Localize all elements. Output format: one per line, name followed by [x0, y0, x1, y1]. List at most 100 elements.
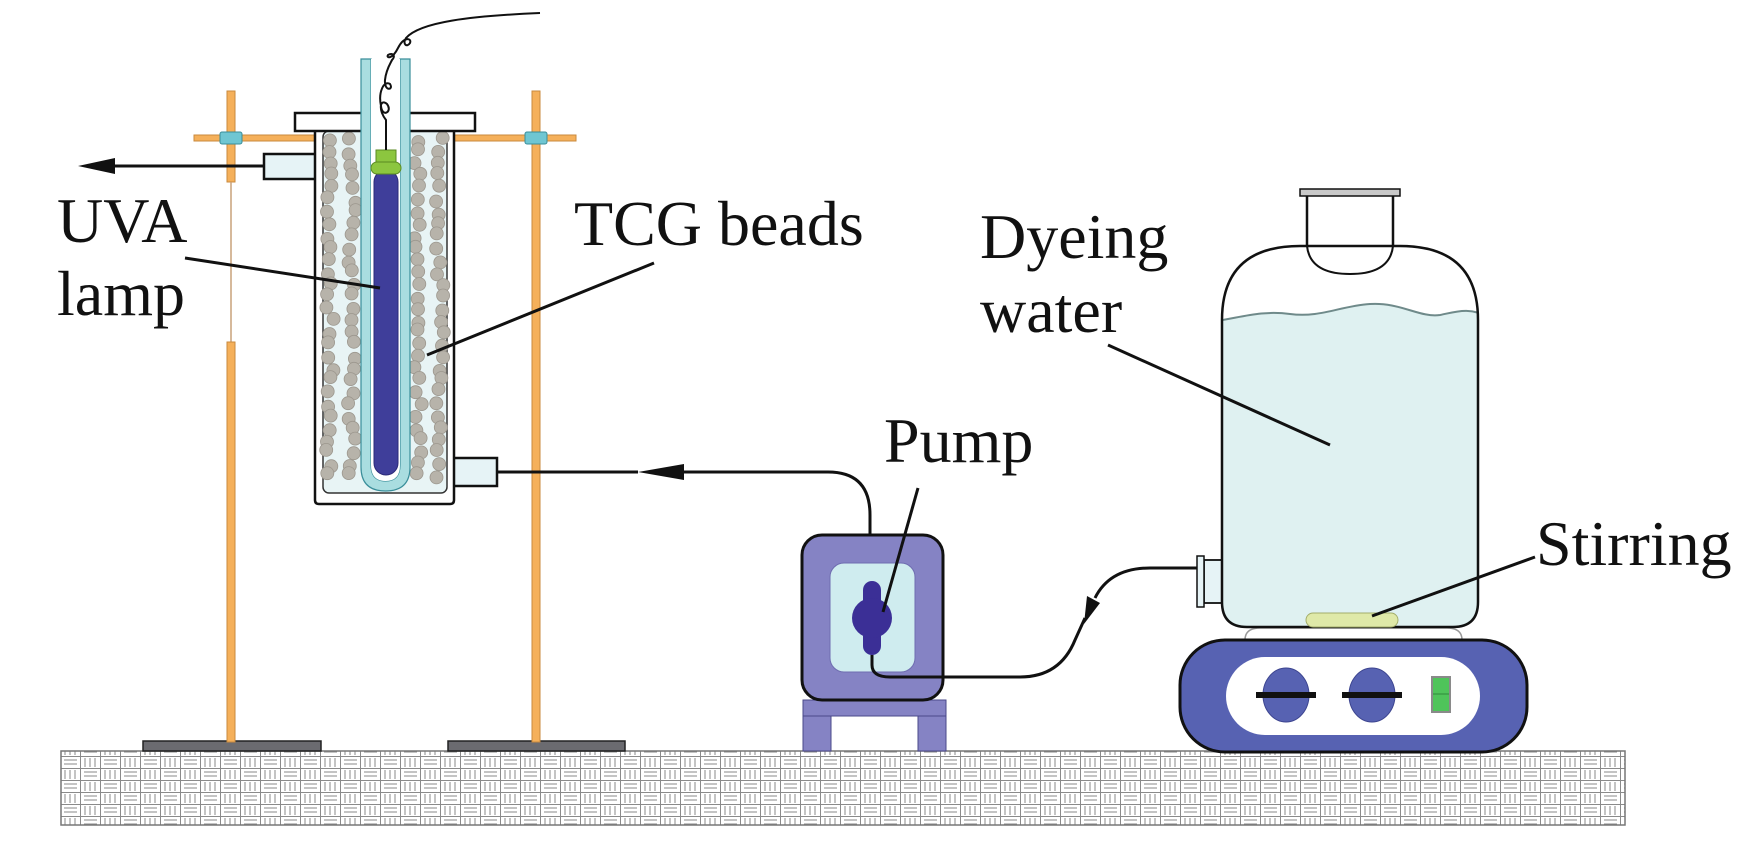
pump-stand-top	[802, 699, 947, 717]
tcg-bead	[433, 255, 448, 270]
pump	[800, 533, 947, 752]
tcg-bead	[430, 166, 445, 180]
tcg-bead	[321, 350, 336, 365]
tcg-bead	[341, 396, 356, 411]
tcg-bead	[431, 382, 446, 397]
label-uva: UVA	[57, 185, 187, 256]
tcg-beads-leader	[426, 261, 655, 357]
tcg-bead	[432, 178, 447, 193]
retort-stand-right	[447, 90, 626, 752]
pump-to-reactor-tube	[497, 470, 872, 585]
tcg-bead	[411, 264, 426, 279]
tcg-bead	[323, 240, 338, 254]
tcg-bead	[341, 466, 356, 481]
label-dyeing: Dyeing	[980, 201, 1168, 272]
tcg-bead	[326, 311, 341, 326]
dyeing-water	[1222, 303, 1478, 627]
tcg-bead	[410, 322, 425, 337]
tcg-bead	[409, 466, 424, 481]
tcg-bead	[411, 302, 425, 317]
tcg-bead	[345, 167, 359, 182]
tcg-bead	[410, 192, 425, 207]
label-water: water	[980, 275, 1122, 346]
tcg-bead	[324, 166, 339, 181]
pump-head	[852, 598, 892, 638]
stirring-leader	[1371, 555, 1536, 618]
clamp-bar-left	[193, 134, 320, 142]
tcg-bead	[320, 287, 335, 302]
tcg-bead	[341, 147, 356, 162]
tcg-bead	[408, 409, 423, 424]
pump-stand-leg-left	[802, 715, 832, 752]
tcg-bead	[413, 166, 428, 181]
tcg-bead	[346, 334, 361, 349]
speed-knob-indicator	[1256, 692, 1316, 698]
jar-lid	[1299, 188, 1401, 197]
tcg-bead	[344, 286, 359, 301]
uva-lamp-leader	[184, 256, 381, 290]
tcg-bead	[436, 325, 451, 340]
reactor	[262, 12, 541, 506]
pump-stand-leg-right	[917, 715, 947, 752]
label-pump: Pump	[884, 405, 1033, 476]
tcg-bead	[344, 313, 359, 327]
tcg-bead	[433, 420, 448, 435]
tcg-bead	[320, 466, 335, 481]
tcg-bead	[411, 142, 425, 157]
jar-outlet-flange	[1196, 555, 1205, 608]
tcg-bead	[429, 241, 444, 256]
reactor-outlet-pipe	[262, 152, 322, 181]
tcg-bead	[412, 217, 427, 232]
tcg-bead	[413, 431, 428, 446]
tcg-bead	[322, 133, 337, 148]
tcg-bead	[412, 336, 427, 351]
magnetic-stirrer	[1178, 627, 1529, 754]
tcg-bead	[436, 350, 451, 365]
outlet-arrow-icon	[78, 158, 115, 174]
jar-to-pump-tube	[870, 566, 1197, 679]
tcg-bead	[429, 194, 444, 209]
tcg-bead	[435, 303, 450, 318]
tcg-beads	[319, 130, 451, 485]
jar-neck	[1305, 196, 1395, 246]
lamp-wire	[379, 12, 541, 150]
pump-leader	[881, 487, 920, 613]
lamp-cap-flange	[370, 161, 402, 175]
tcg-bead	[341, 131, 356, 146]
tcg-bead	[323, 370, 338, 385]
tcg-bead	[412, 277, 427, 291]
tcg-bead	[322, 423, 337, 438]
water-surface	[1222, 302, 1478, 323]
tcg-bead	[412, 370, 427, 385]
stand-rod-left-lower	[226, 341, 236, 743]
stand-rod-right	[531, 90, 541, 743]
tcg-bead	[322, 145, 337, 159]
clamp-right	[524, 131, 548, 145]
tcg-bead	[410, 252, 425, 267]
jar-neck-bulb	[1306, 245, 1394, 276]
dyeing-water-jar	[1196, 188, 1480, 629]
tcg-bead	[320, 190, 335, 205]
tcg-bead	[408, 385, 423, 400]
tcg-bead	[429, 396, 444, 411]
reactor-inlet-pipe	[448, 456, 499, 488]
tcg-bead	[435, 130, 450, 145]
tcg-bead	[429, 226, 444, 241]
tcg-bead	[342, 242, 357, 257]
tcg-bead	[414, 397, 429, 412]
lab-bench	[60, 750, 1626, 826]
tcg-bead	[430, 267, 444, 282]
inlet-arrow-icon	[638, 464, 684, 480]
tcg-bead	[412, 178, 426, 193]
label-lamp: lamp	[57, 258, 185, 329]
tcg-bead	[429, 443, 444, 457]
clamp-bar-right	[453, 134, 577, 142]
tcg-bead	[345, 180, 360, 195]
label-stirring: Stirring	[1536, 508, 1732, 579]
uva-lamp-tube	[373, 169, 399, 476]
tcg-bead	[411, 348, 425, 363]
tcg-bead	[436, 288, 451, 303]
tcg-bead	[320, 204, 334, 219]
tcg-bead	[346, 215, 361, 230]
tcg-bead	[323, 408, 338, 423]
